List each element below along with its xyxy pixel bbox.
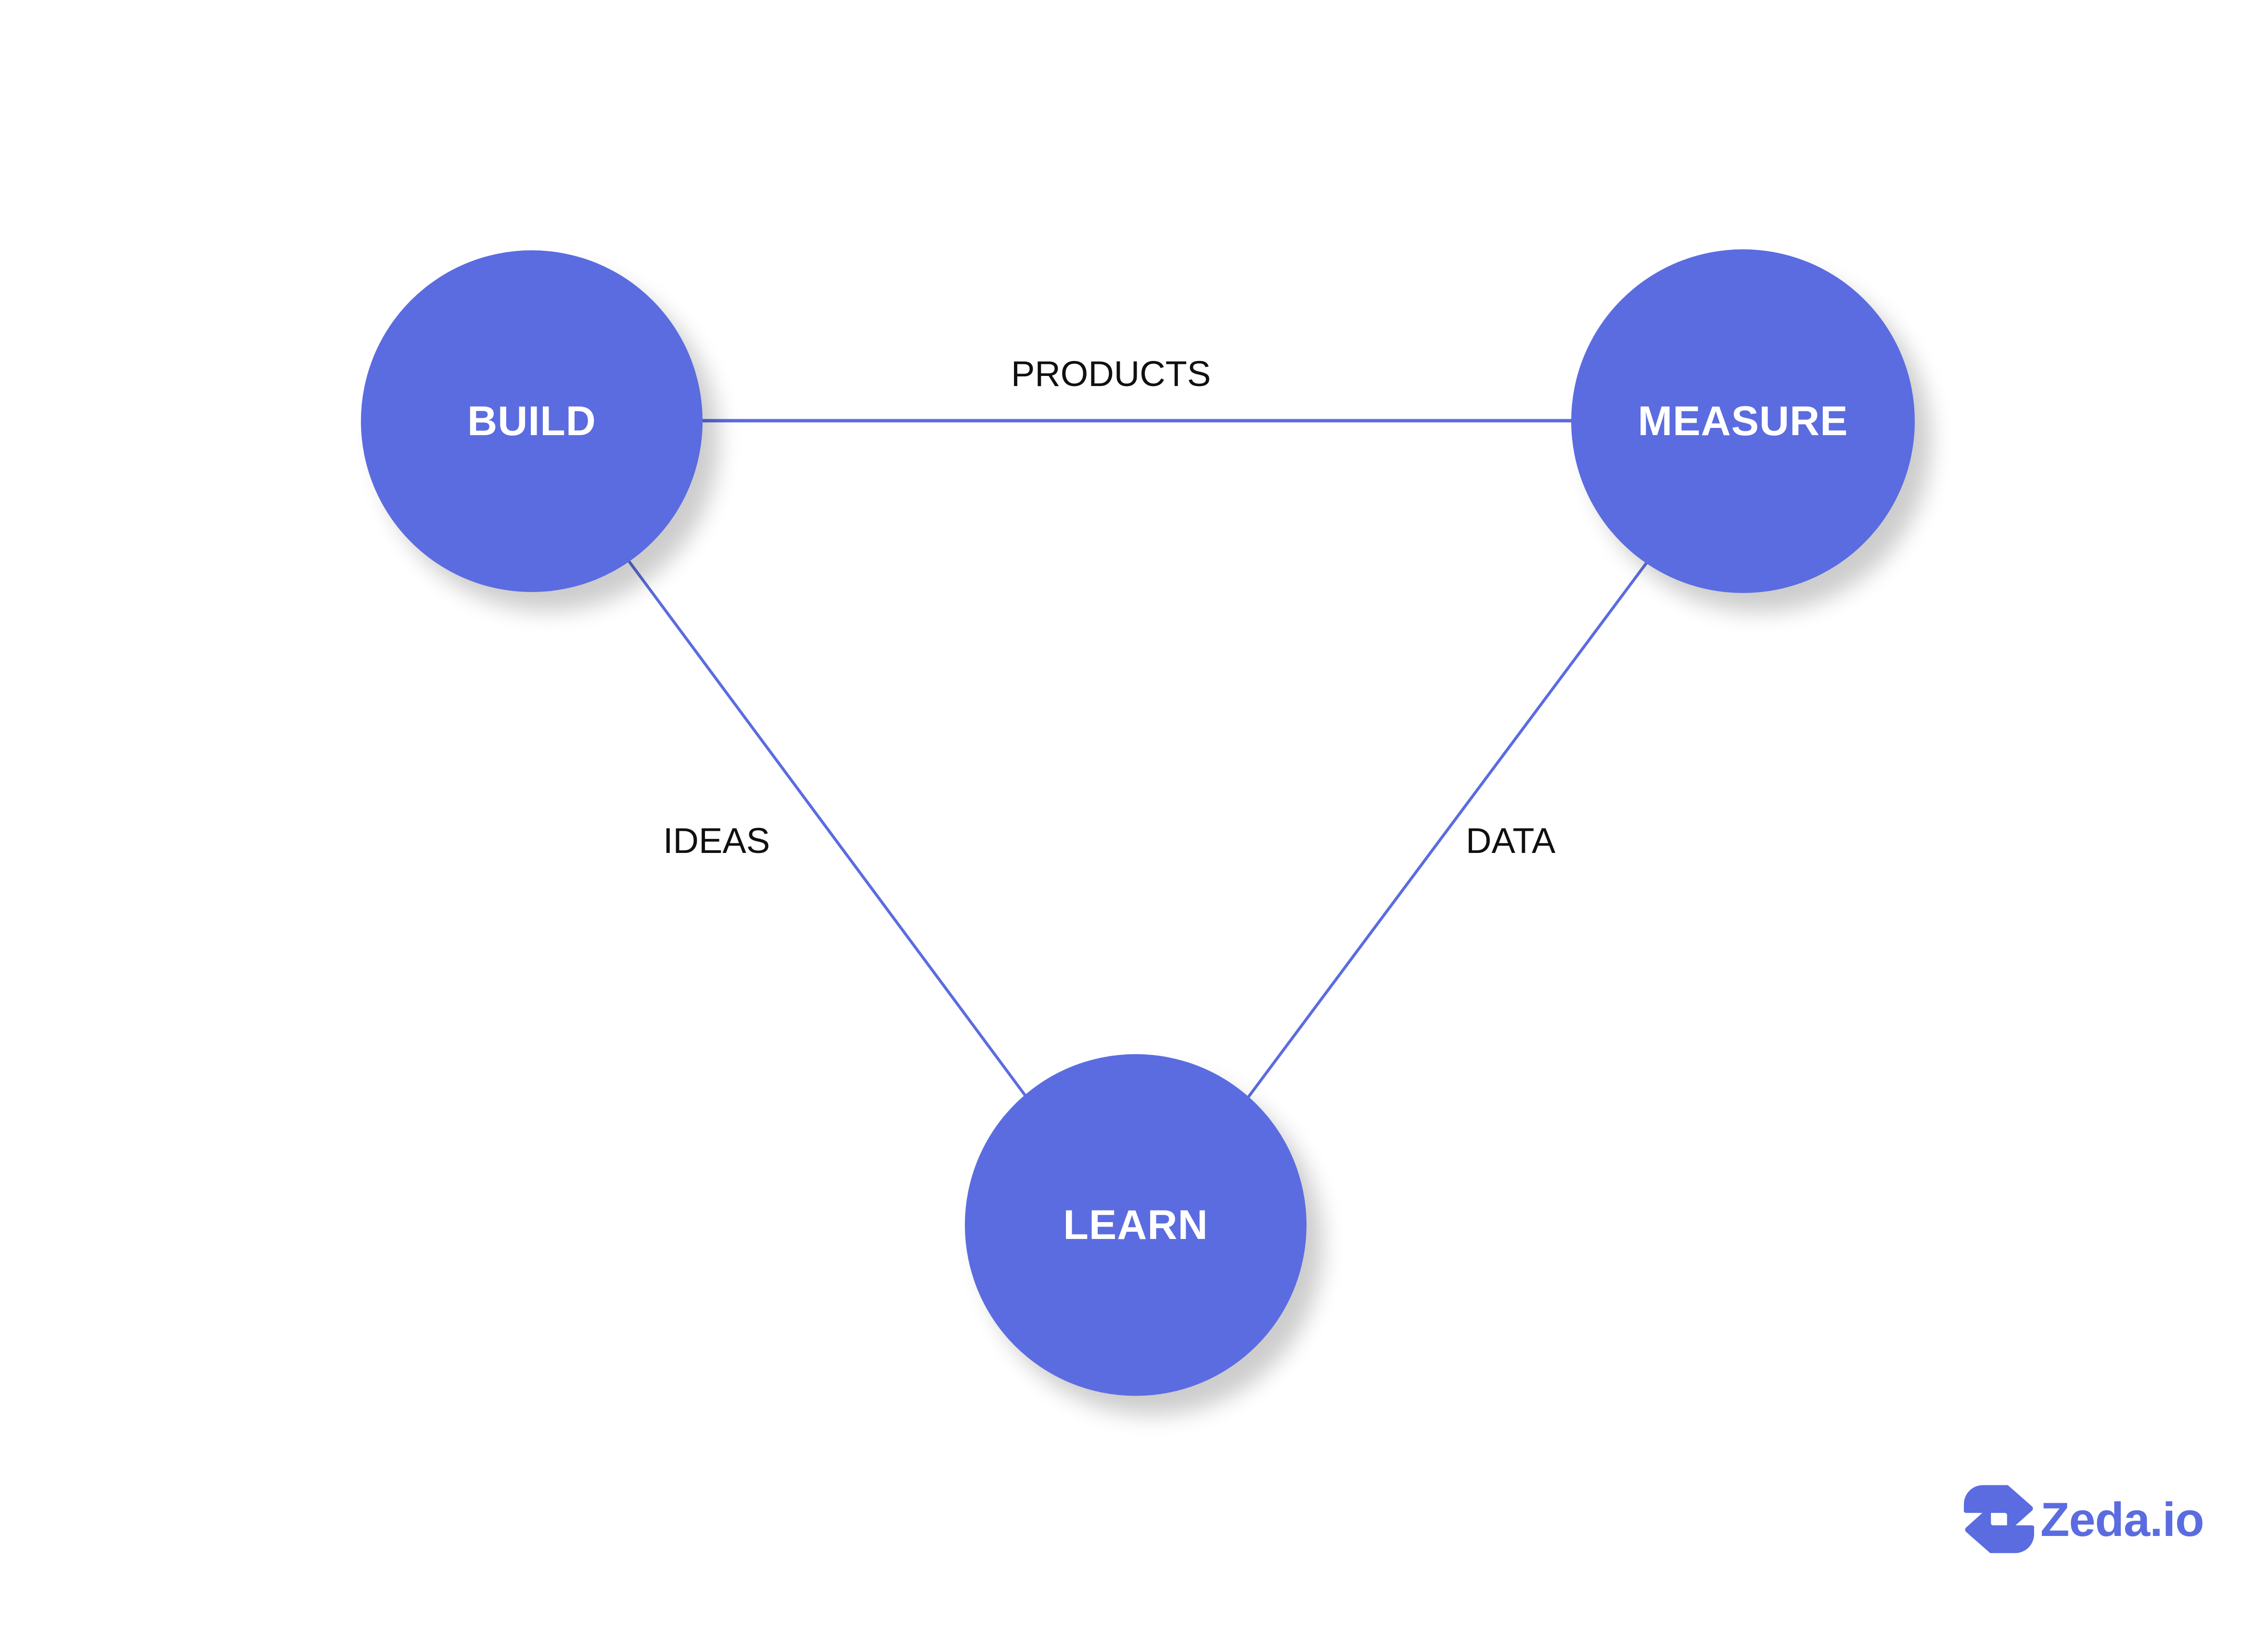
edge-line-measure-learn	[1246, 556, 1652, 1099]
brand-logo[interactable]: Zeda.io	[1962, 1483, 2204, 1555]
brand-wordmark: Zeda.io	[2040, 1492, 2204, 1546]
node-measure[interactable]: MEASURE	[1571, 249, 1915, 593]
zeda-z-arrows-icon	[1963, 1485, 2035, 1553]
edge-label-ideas: IDEAS	[663, 821, 770, 861]
node-learn[interactable]: LEARN	[965, 1054, 1307, 1396]
edge-label-data: DATA	[1466, 821, 1556, 861]
edge-line-build-learn	[626, 558, 1029, 1099]
node-measure-label: MEASURE	[1638, 398, 1848, 444]
node-learn-label: LEARN	[1063, 1202, 1208, 1248]
node-build-label: BUILD	[467, 398, 596, 444]
edge-label-products: PRODUCTS	[1011, 354, 1211, 394]
node-build[interactable]: BUILD	[361, 250, 703, 592]
